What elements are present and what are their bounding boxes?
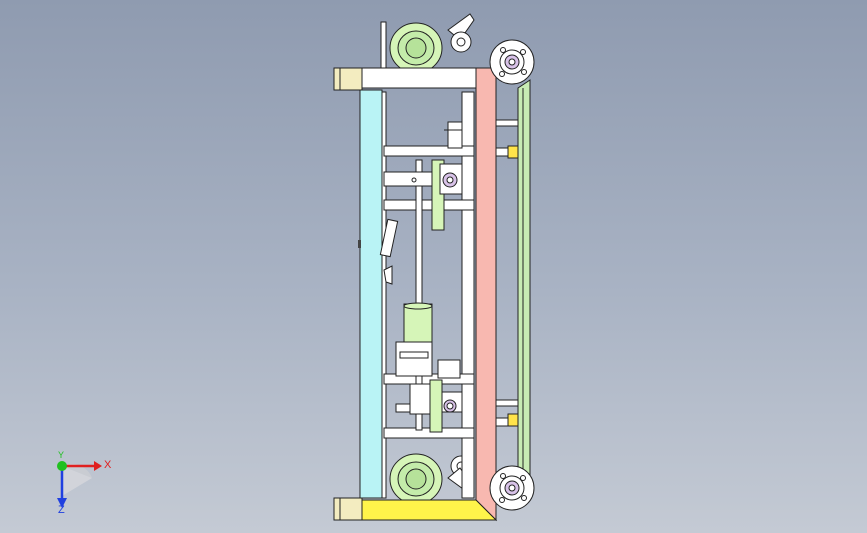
lower-mechanism	[395, 341, 463, 433]
bottom-motor	[389, 453, 443, 505]
inner-right-member	[461, 91, 475, 499]
crossbar-1	[383, 145, 475, 157]
z-axis-label: Z	[58, 504, 65, 516]
y-axis-dot	[57, 461, 67, 471]
inner-left-member	[381, 91, 387, 499]
bottom-end-block	[333, 497, 363, 521]
top-bolts	[495, 119, 519, 159]
crossbar-4	[383, 427, 475, 439]
top-pulley	[489, 39, 535, 85]
bottom-bolts	[495, 399, 519, 427]
cylinder-body	[403, 303, 433, 347]
left-clamp	[358, 218, 399, 285]
x-axis-label: X	[104, 459, 112, 471]
central-shaft	[415, 159, 423, 431]
left-post	[359, 89, 383, 499]
right-post	[475, 67, 497, 522]
upper-mechanism	[383, 121, 463, 231]
axis-triad[interactable]	[40, 448, 150, 528]
top-beam	[359, 67, 479, 89]
top-mount-plate	[380, 21, 387, 69]
bottom-pulley	[489, 465, 535, 511]
y-axis-label: Y	[58, 450, 65, 460]
z-axis-arrow	[57, 498, 67, 508]
x-axis-arrow	[94, 461, 102, 471]
top-motor	[389, 22, 443, 74]
crossbar-2	[383, 199, 475, 211]
base-plate	[359, 499, 498, 521]
top-end-block	[333, 67, 363, 91]
top-pivot-arm	[447, 13, 475, 53]
side-rail	[517, 79, 531, 493]
